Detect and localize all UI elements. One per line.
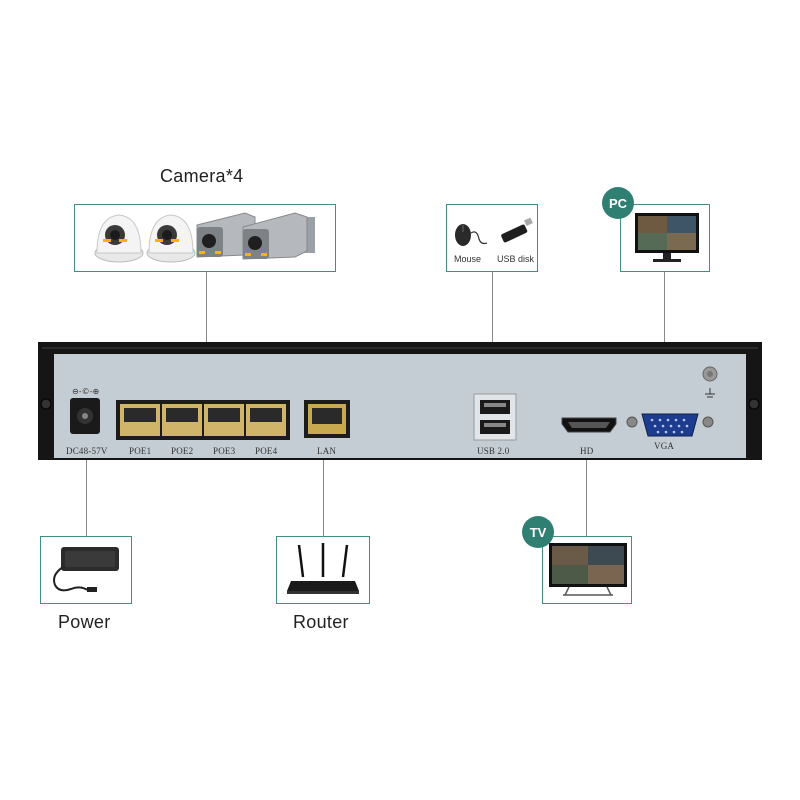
router-label: Router (293, 612, 349, 632)
router-box (276, 536, 370, 604)
usb-connector-line (492, 272, 493, 390)
dc-port-label: DC48-57V (66, 446, 108, 456)
vga-port (626, 413, 714, 437)
usb-disk-label: USB disk (497, 254, 535, 264)
ground-icon (702, 366, 718, 398)
poe3-label: POE3 (213, 446, 236, 456)
dome-camera-icon (94, 214, 144, 263)
pc-badge: PC (602, 187, 634, 219)
poe-port (204, 404, 244, 436)
tv-box (542, 536, 632, 604)
hd-label: HD (580, 446, 594, 456)
dome-camera-icon (146, 214, 196, 263)
pc-box (620, 204, 710, 272)
usb-label: USB 2.0 (477, 446, 510, 456)
router-icon (287, 543, 359, 594)
poe2-label: POE2 (171, 446, 194, 456)
power-connector-line (86, 460, 87, 536)
hdmi-port (561, 417, 617, 433)
dc-jack: ⊖-©-⊕ (70, 387, 100, 434)
lan-port (304, 400, 350, 438)
camera-box (74, 204, 336, 272)
usb-disk-icon (501, 217, 533, 243)
vga-connector-line (664, 272, 665, 400)
tv-icon (549, 543, 627, 596)
poe-port (246, 404, 286, 436)
poe-port (120, 404, 160, 436)
poe-port (162, 404, 202, 436)
lan-connector-line (323, 460, 324, 536)
camera-connector-line (206, 272, 207, 390)
power-label: Power (58, 612, 111, 632)
monitor-icon (635, 213, 699, 262)
usb-devices-box: Mouse USB disk (446, 204, 538, 272)
mouse-icon (455, 224, 488, 246)
hd-connector-line (586, 460, 587, 536)
lan-label: LAN (317, 446, 337, 456)
poe4-label: POE4 (255, 446, 278, 456)
nvr-device: ⊖-©-⊕ (38, 342, 762, 460)
camera-label: Camera*4 (160, 166, 244, 186)
power-adapter-icon (53, 547, 119, 592)
poe1-label: POE1 (129, 446, 152, 456)
svg-text:⊖-©-⊕: ⊖-©-⊕ (72, 387, 99, 396)
mouse-label: Mouse (454, 254, 482, 264)
tv-badge: TV (522, 516, 554, 548)
power-box (40, 536, 132, 604)
bullet-camera-icon (196, 212, 256, 258)
vga-label: VGA (654, 441, 675, 451)
bullet-camera-icon (242, 212, 315, 260)
usb-port (473, 393, 517, 441)
